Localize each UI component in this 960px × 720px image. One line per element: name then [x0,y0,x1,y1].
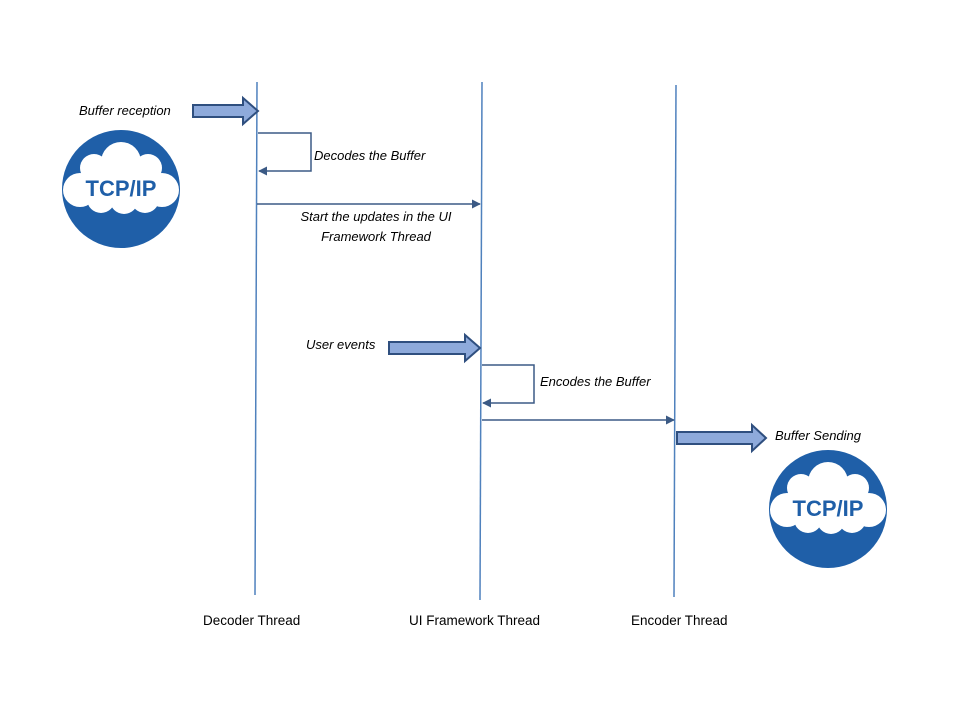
tcp-ip-badge-left: TCP/IP [62,130,180,248]
ui-framework-lifeline [479,81,483,601]
user-events-arrow [388,332,482,364]
cloud-icon [63,142,179,214]
cloud-icon [770,462,886,534]
encodes-label: Encodes the Buffer [540,374,651,389]
ui-framework-thread-label: UI Framework Thread [409,613,541,628]
encoder-lifeline [673,84,677,598]
decoder-lifeline [254,81,258,596]
tcp-ip-label-left: TCP/IP [86,176,157,201]
buffer-reception-label: Buffer reception [79,103,171,118]
tcp-ip-badge-right: TCP/IP [769,450,887,568]
user-events-label: User events [306,337,376,352]
encodes-self-message [482,364,535,408]
decodes-label: Decodes the Buffer [314,148,426,163]
decoder-thread-label: Decoder Thread [203,613,301,628]
encoder-thread-label: Encoder Thread [631,613,728,628]
start-updates-label: Start the updates in the UI Framework Th… [300,209,452,244]
tcp-ip-label-right: TCP/IP [793,496,864,521]
buffer-sending-label: Buffer Sending [775,428,862,443]
buffer-reception-arrow [192,95,260,127]
buffer-sending-arrow [676,422,768,454]
decodes-self-message [258,132,312,176]
